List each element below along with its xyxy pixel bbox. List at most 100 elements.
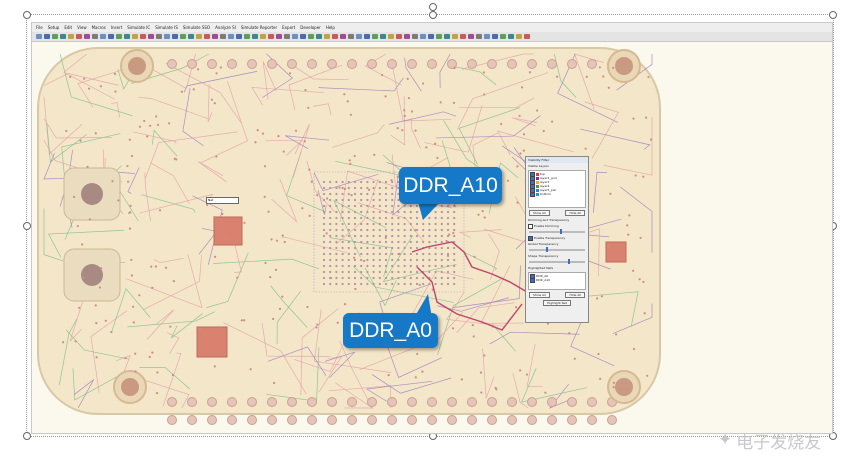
toolbar-tool-icon[interactable] <box>292 34 298 39</box>
toolbar-tool-icon[interactable] <box>396 34 402 39</box>
menu-item-developer[interactable]: Developer <box>300 25 321 30</box>
menu-item-simulate-sso[interactable]: Simulate SSO <box>182 25 211 30</box>
toolbar-tool-icon[interactable] <box>196 34 202 39</box>
toolbar-tool-icon[interactable] <box>124 34 130 39</box>
toolbar-tool-icon[interactable] <box>316 34 322 39</box>
toolbar-tool-icon[interactable] <box>156 34 162 39</box>
toolbar-tool-icon[interactable] <box>220 34 226 39</box>
menu-item-setup[interactable]: Setup <box>47 25 60 30</box>
menu-item-simulate-ic[interactable]: Simulate IC <box>127 25 151 30</box>
global-transparency-slider[interactable] <box>529 247 585 252</box>
show-all-nets-button[interactable]: Show All <box>529 292 550 298</box>
toolbar-tool-icon[interactable] <box>132 34 138 39</box>
show-all-layers-button[interactable]: Show All <box>529 210 550 216</box>
toolbar-tool-icon[interactable] <box>524 34 530 39</box>
toolbar-tool-icon[interactable] <box>180 34 186 39</box>
toolbar-tool-icon[interactable] <box>476 34 482 39</box>
toolbar-tool-icon[interactable] <box>92 34 98 39</box>
toolbar-tool-icon[interactable] <box>380 34 386 39</box>
toolbar-tool-icon[interactable] <box>84 34 90 39</box>
toolbar-tool-icon[interactable] <box>260 34 266 39</box>
toolbar-tool-icon[interactable] <box>300 34 306 39</box>
resize-handle-top-center[interactable] <box>429 11 437 19</box>
toolbar-tool-icon[interactable] <box>308 34 314 39</box>
toolbar-tool-icon[interactable] <box>364 34 370 39</box>
toolbar-tool-icon[interactable] <box>332 34 338 39</box>
toolbar-tool-icon[interactable] <box>268 34 274 39</box>
toolbar-tool-icon[interactable] <box>44 34 50 39</box>
menu-item-macros[interactable]: Macros <box>91 25 106 30</box>
toolbar-tool-icon[interactable] <box>140 34 146 39</box>
toolbar-tool-icon[interactable] <box>52 34 58 39</box>
hide-all-layers-button[interactable]: Hide All <box>565 210 585 216</box>
resize-handle-bottom-left[interactable] <box>23 432 31 440</box>
toolbar-tool-icon[interactable] <box>516 34 522 39</box>
toolbar-tool-icon[interactable] <box>68 34 74 39</box>
toolbar-tool-icon[interactable] <box>276 34 282 39</box>
toolbar-tool-icon[interactable] <box>420 34 426 39</box>
toolbar-tool-icon[interactable] <box>348 34 354 39</box>
toolbar-tool-icon[interactable] <box>236 34 242 39</box>
toolbar-tool-icon[interactable] <box>372 34 378 39</box>
net-name-field[interactable]: Net <box>206 197 239 204</box>
menu-item-view[interactable]: View <box>77 25 87 30</box>
toolbar-tool-icon[interactable] <box>36 34 42 39</box>
pcb-canvas[interactable]: Net <box>32 42 832 433</box>
pcb-board[interactable] <box>32 42 832 433</box>
shape-transparency-knob[interactable] <box>568 259 571 264</box>
toolbar-tool-icon[interactable] <box>116 34 122 39</box>
layer-visible-checkbox[interactable] <box>530 191 535 197</box>
menu-item-analyze-si[interactable]: Analyze SI <box>215 25 236 30</box>
toolbar-tool-icon[interactable] <box>76 34 82 39</box>
toolbar-tool-icon[interactable] <box>204 34 210 39</box>
toolbar-tool-icon[interactable] <box>148 34 154 39</box>
menu-item-edit[interactable]: Edit <box>64 25 73 30</box>
toolbar-tool-icon[interactable] <box>356 34 362 39</box>
resize-handle-bottom-right[interactable] <box>829 432 837 440</box>
toolbar-tool-icon[interactable] <box>428 34 434 39</box>
menu-item-file[interactable]: File <box>36 25 43 30</box>
resize-handle-top-left[interactable] <box>23 11 31 19</box>
toolbar-tool-icon[interactable] <box>324 34 330 39</box>
resize-handle-middle-left[interactable] <box>23 222 31 230</box>
layer-row[interactable]: bottom <box>530 191 584 197</box>
toolbar-tool-icon[interactable] <box>252 34 258 39</box>
menu-item-simulate-is[interactable]: Simulate IS <box>155 25 178 30</box>
toolbar-tool-icon[interactable] <box>404 34 410 39</box>
toolbar-tool-icon[interactable] <box>244 34 250 39</box>
highlight-net-button[interactable]: Highlight Net <box>543 300 571 306</box>
highlighted-net-checkbox[interactable] <box>530 277 535 283</box>
toolbar-tool-icon[interactable] <box>228 34 234 39</box>
toolbar-tool-icon[interactable] <box>388 34 394 39</box>
rotate-handle[interactable] <box>429 3 437 11</box>
toolbar-tool-icon[interactable] <box>100 34 106 39</box>
toolbar-tool-icon[interactable] <box>212 34 218 39</box>
enable-dimming-checkbox[interactable] <box>528 223 533 229</box>
toolbar-tool-icon[interactable] <box>436 34 442 39</box>
menu-item-simulate-reporter[interactable]: Simulate Reporter <box>240 25 278 30</box>
toolbar-tool-icon[interactable] <box>468 34 474 39</box>
toolbar-tool-icon[interactable] <box>492 34 498 39</box>
toolbar-tool-icon[interactable] <box>164 34 170 39</box>
toolbar-tool-icon[interactable] <box>172 34 178 39</box>
resize-handle-top-right[interactable] <box>829 11 837 19</box>
toolbar-tool-icon[interactable] <box>444 34 450 39</box>
toolbar-tool-icon[interactable] <box>508 34 514 39</box>
menu-item-export[interactable]: Export <box>282 25 296 30</box>
hide-all-nets-button[interactable]: Hide All <box>565 292 585 298</box>
toolbar-tool-icon[interactable] <box>460 34 466 39</box>
toolbar-tool-icon[interactable] <box>188 34 194 39</box>
toolbar-tool-icon[interactable] <box>284 34 290 39</box>
global-transparency-knob[interactable] <box>545 247 548 252</box>
highlighted-net-row[interactable]: DDR_A10 <box>530 277 584 283</box>
toolbar-tool-icon[interactable] <box>500 34 506 39</box>
menu-item-help[interactable]: Help <box>325 25 335 30</box>
menu-item-insert[interactable]: Insert <box>110 25 123 30</box>
toolbar-tool-icon[interactable] <box>108 34 114 39</box>
toolbar-tool-icon[interactable] <box>60 34 66 39</box>
toolbar-tool-icon[interactable] <box>452 34 458 39</box>
enable-transparency-checkbox[interactable] <box>528 235 533 241</box>
dimming-slider-knob[interactable] <box>559 229 562 234</box>
shape-transparency-slider[interactable] <box>529 259 585 264</box>
toolbar-tool-icon[interactable] <box>484 34 490 39</box>
